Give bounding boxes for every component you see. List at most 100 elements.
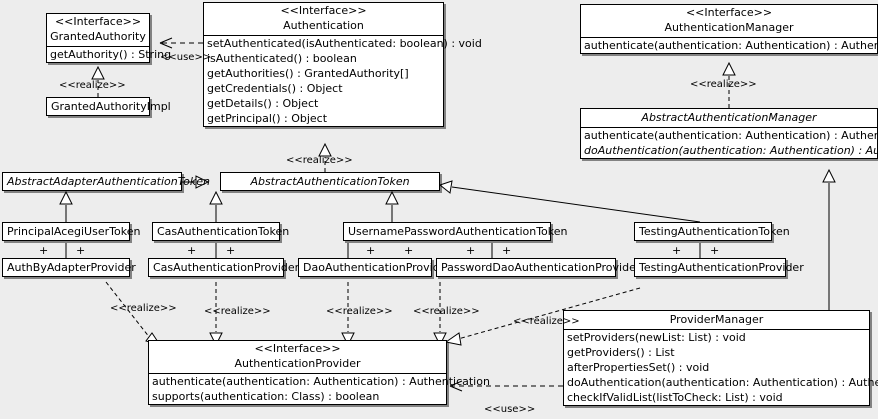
- class-members: getAuthority() : String: [47, 46, 172, 62]
- class-member: authenticate(authentication: Authenticat…: [152, 375, 490, 388]
- stereotype-label: <<Interface>>: [280, 4, 367, 17]
- class-provider-manager[interactable]: ProviderManager setProviders(newList: Li…: [563, 310, 878, 406]
- class-dao-authentication-provider[interactable]: DaoAuthenticationProvider: [298, 258, 451, 277]
- class-name-label: UsernamePasswordAuthenticationToken: [348, 225, 568, 238]
- multiplicity-marker: +: [366, 244, 376, 257]
- class-header: TestingAuthenticationProvider: [635, 259, 804, 276]
- class-member: getPrincipal() : Object: [207, 112, 328, 125]
- class-members: authenticate(authentication: Authenticat…: [149, 373, 490, 404]
- class-authentication-manager[interactable]: <<Interface>> AuthenticationManager auth…: [580, 4, 878, 54]
- class-username-password-authentication-token[interactable]: UsernamePasswordAuthenticationToken: [343, 222, 568, 241]
- stereotype-label: <<Interface>>: [685, 6, 773, 19]
- multiplicity-marker: +: [226, 244, 236, 257]
- class-header: AbstractAuthenticationToken: [221, 173, 439, 190]
- class-member: setAuthenticated(isAuthenticated: boolea…: [207, 37, 482, 50]
- class-testing-authentication-provider[interactable]: TestingAuthenticationProvider: [634, 258, 804, 277]
- edge-testingauthenticationtoken-extends-abstracttoken: [438, 180, 701, 223]
- edge-label-realize-provider-authbyadapter: <<realize>>: [110, 303, 177, 314]
- class-granted-authority-impl[interactable]: GrantedAuthorityImpl: [46, 97, 171, 116]
- class-header: AuthByAdapterProvider: [3, 259, 136, 276]
- class-header: AbstractAdapterAuthenticationToken: [3, 173, 210, 190]
- class-header: <<Interface>> GrantedAuthority: [47, 14, 149, 46]
- class-name-label: PasswordDaoAuthenticationProvider: [441, 261, 641, 274]
- edge-label-realize-provider-passworddao: <<realize>>: [413, 306, 480, 317]
- class-member: getCredentials() : Object: [207, 82, 343, 95]
- class-cas-authentication-provider[interactable]: CasAuthenticationProvider: [148, 258, 300, 277]
- class-granted-authority[interactable]: <<Interface>> GrantedAuthority getAuthor…: [46, 13, 172, 63]
- edge-label-use-granted-authority: <<use>>: [160, 52, 212, 63]
- multiplicity-marker: +: [39, 244, 49, 257]
- class-member: getAuthority() : String: [50, 48, 172, 61]
- edge-authentication-uses-grantedauthority: [159, 37, 203, 49]
- multiplicity-marker: +: [710, 244, 720, 257]
- class-principal-acegi-user-token[interactable]: PrincipalAcegiUserToken: [2, 222, 141, 241]
- class-name-label: AuthenticationManager: [664, 21, 794, 34]
- edge-usernamepasswordtoken-extends-abstracttoken: [385, 190, 399, 222]
- edge-label-realize-authentication-manager: <<realize>>: [690, 79, 757, 90]
- class-member: authenticate(authentication: Authenticat…: [584, 129, 878, 142]
- class-name-label: TestingAuthenticationToken: [639, 225, 790, 238]
- multiplicity-marker: +: [187, 244, 197, 257]
- class-name-label: ProviderManager: [669, 313, 764, 326]
- class-members: authenticate(authentication: Authenticat…: [581, 127, 878, 158]
- class-name-label: CasAuthenticationToken: [157, 225, 290, 238]
- multiplicity-marker: +: [76, 244, 86, 257]
- class-abstract-authentication-token[interactable]: AbstractAuthenticationToken: [220, 172, 440, 191]
- class-members: authenticate(authentication: Authenticat…: [581, 37, 878, 53]
- multiplicity-marker: +: [672, 244, 682, 257]
- edge-label-realize-provider-cas: <<realize>>: [204, 306, 271, 317]
- class-member: supports(authentication: Class) : boolea…: [152, 390, 380, 403]
- class-name-label: GrantedAuthorityImpl: [51, 100, 171, 113]
- class-member: getAuthorities() : GrantedAuthority[]: [207, 67, 409, 80]
- multiplicity-marker: +: [404, 244, 414, 257]
- class-name-label: AbstractAuthenticationToken: [250, 175, 410, 188]
- class-abstract-adapter-authentication-token[interactable]: AbstractAdapterAuthenticationToken: [2, 172, 210, 191]
- edge-label-use-authentication-provider: <<use>>: [484, 404, 536, 415]
- class-abstract-authentication-manager[interactable]: AbstractAuthenticationManager authentica…: [580, 108, 878, 159]
- class-authentication[interactable]: <<Interface>> Authentication setAuthenti…: [203, 2, 482, 127]
- class-authentication-provider[interactable]: <<Interface>> AuthenticationProvider aut…: [148, 340, 490, 405]
- class-header: CasAuthenticationProvider: [149, 259, 300, 276]
- class-header: <<Interface>> Authentication: [204, 3, 443, 35]
- class-members: setProviders(newList: List) : void getPr…: [564, 329, 878, 405]
- class-member: checkIfValidList(listToCheck: List) : vo…: [567, 391, 783, 404]
- class-password-dao-authentication-provider[interactable]: PasswordDaoAuthenticationProvider: [436, 258, 641, 277]
- class-member: isAuthenticated() : boolean: [207, 52, 357, 65]
- class-header: PrincipalAcegiUserToken: [3, 223, 141, 240]
- class-header: GrantedAuthorityImpl: [47, 98, 171, 115]
- edge-label-realize-granted-authority: <<realize>>: [59, 80, 126, 91]
- class-testing-authentication-token[interactable]: TestingAuthenticationToken: [634, 222, 790, 241]
- class-name-label: TestingAuthenticationProvider: [639, 261, 804, 274]
- class-members: setAuthenticated(isAuthenticated: boolea…: [204, 35, 482, 126]
- class-member: doAuthentication(authentication: Authent…: [567, 376, 878, 389]
- class-name-label: DaoAuthenticationProvider: [303, 261, 451, 274]
- class-member: doAuthentication(authentication: Authent…: [584, 144, 878, 157]
- class-header: <<Interface>> AuthenticationProvider: [149, 341, 446, 373]
- multiplicity-marker: +: [466, 244, 476, 257]
- class-header: TestingAuthenticationToken: [635, 223, 790, 240]
- class-header: CasAuthenticationToken: [153, 223, 290, 240]
- class-member: getDetails() : Object: [207, 97, 319, 110]
- class-name-label: AbstractAuthenticationManager: [641, 111, 817, 124]
- class-header: <<Interface>> AuthenticationManager: [581, 5, 877, 37]
- stereotype-label: <<Interface>>: [54, 15, 142, 28]
- edge-casauthenticationtoken-extends-abstracttoken: [209, 190, 223, 222]
- class-header: ProviderManager: [564, 311, 869, 329]
- class-member: getProviders() : List: [567, 346, 675, 359]
- class-header: PasswordDaoAuthenticationProvider: [437, 259, 641, 276]
- class-name-label: GrantedAuthority: [50, 30, 146, 43]
- class-header: DaoAuthenticationProvider: [299, 259, 451, 276]
- class-header: UsernamePasswordAuthenticationToken: [344, 223, 568, 240]
- multiplicity-marker: +: [502, 244, 512, 257]
- class-auth-by-adapter-provider[interactable]: AuthByAdapterProvider: [2, 258, 136, 277]
- class-name-label: Authentication: [283, 19, 364, 32]
- class-name-label: CasAuthenticationProvider: [153, 261, 300, 274]
- edge-label-realize-provider-dao: <<realize>>: [326, 306, 393, 317]
- stereotype-label: <<Interface>>: [254, 342, 341, 355]
- class-member: afterPropertiesSet() : void: [567, 361, 710, 374]
- class-name-label: AbstractAdapterAuthenticationToken: [7, 175, 210, 188]
- class-name-label: AuthByAdapterProvider: [7, 261, 136, 274]
- class-cas-authentication-token[interactable]: CasAuthenticationToken: [152, 222, 290, 241]
- class-name-label: PrincipalAcegiUserToken: [7, 225, 141, 238]
